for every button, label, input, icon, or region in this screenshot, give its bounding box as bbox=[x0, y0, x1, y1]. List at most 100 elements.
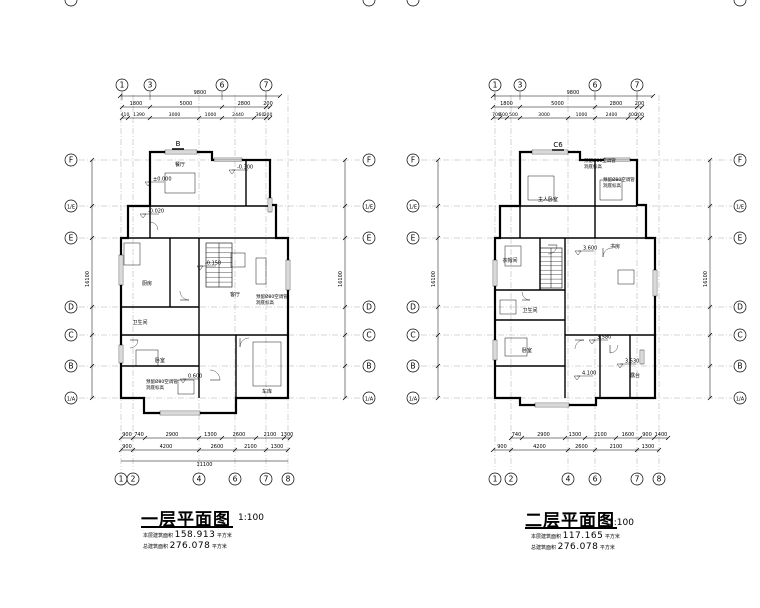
axis-bubble: E bbox=[406, 231, 420, 245]
dim-tick bbox=[142, 435, 148, 441]
note-text: 预留Ø80空调管 bbox=[603, 176, 635, 183]
dim-total: 16100 bbox=[431, 271, 437, 287]
dim-tick bbox=[219, 435, 225, 441]
dim-tick bbox=[634, 447, 640, 453]
axis-label: C bbox=[68, 331, 73, 340]
dim-tick bbox=[435, 332, 441, 338]
axis-bubble: A bbox=[406, 0, 420, 7]
axis-label: 1/E bbox=[409, 205, 417, 211]
axis-circle bbox=[406, 0, 420, 7]
dim-tick bbox=[504, 115, 510, 121]
axis-label: 6 bbox=[593, 81, 598, 90]
floor-area-second: 本层建筑面积 117.165 平方米 bbox=[531, 531, 620, 541]
note-text: 预留Ø80空调管 bbox=[256, 293, 288, 300]
axis-label: 3 bbox=[148, 81, 153, 90]
axis-bubble: 2 bbox=[126, 472, 140, 486]
axis-bubble: 7 bbox=[259, 78, 273, 92]
dim-tick bbox=[707, 363, 713, 369]
dim-tick bbox=[342, 235, 348, 241]
axis-bubble: A bbox=[64, 0, 78, 7]
dim-value: 600 bbox=[499, 112, 508, 118]
axis-circle bbox=[652, 472, 666, 486]
dim-tick bbox=[707, 304, 713, 310]
axis-circle bbox=[64, 199, 78, 213]
axis-label: 7 bbox=[264, 81, 269, 90]
axis-bubble: B bbox=[362, 359, 376, 373]
axis-circle bbox=[215, 78, 229, 92]
axis-circle bbox=[362, 300, 376, 314]
dim-tick bbox=[89, 304, 95, 310]
door-swing bbox=[209, 369, 221, 381]
axis-label: C bbox=[410, 331, 415, 340]
axis-circle bbox=[64, 153, 78, 167]
elevation-value: 3.580 bbox=[597, 335, 611, 341]
axis-label: 1/E bbox=[365, 205, 373, 211]
dining-table bbox=[164, 172, 196, 194]
axis-label: 7 bbox=[635, 81, 640, 90]
axis-circle bbox=[115, 78, 129, 92]
axis-label: F bbox=[69, 156, 73, 165]
axis-bubble: 7 bbox=[630, 472, 644, 486]
dim-value: 200 bbox=[635, 112, 644, 118]
dim-value: 200 bbox=[264, 112, 273, 118]
dim-total: 16100 bbox=[338, 271, 344, 287]
axis-circle bbox=[406, 153, 420, 167]
axis-bubble: 6 bbox=[215, 78, 229, 92]
dim-tick bbox=[263, 104, 269, 110]
dim-value: 900 bbox=[642, 432, 652, 438]
dim-value: 2440 bbox=[232, 112, 244, 118]
room-label: 厨房 bbox=[142, 280, 152, 287]
elevation-symbol bbox=[228, 169, 236, 175]
axis-circle bbox=[259, 472, 273, 486]
axis-circle bbox=[362, 199, 376, 213]
dim-tick bbox=[497, 115, 503, 121]
dim-tick bbox=[592, 447, 598, 453]
axis-circle bbox=[64, 391, 78, 405]
axis-label: C bbox=[737, 331, 742, 340]
title-underline-second bbox=[525, 527, 617, 529]
dim-tick bbox=[253, 435, 259, 441]
dim-tick bbox=[592, 104, 598, 110]
axis-circle bbox=[588, 472, 602, 486]
note-text: 洞底标高 bbox=[256, 299, 274, 306]
axis-bubble: D bbox=[362, 300, 376, 314]
total-value: 276.078 bbox=[557, 542, 599, 552]
elevation-value: -0.020 bbox=[148, 209, 164, 215]
axis-circle bbox=[406, 199, 420, 213]
dim-tick bbox=[490, 93, 496, 99]
door-swing bbox=[239, 337, 250, 348]
axis-label: F bbox=[738, 156, 742, 165]
note-text: 洞底标高 bbox=[603, 182, 621, 189]
axis-circle bbox=[406, 300, 420, 314]
axis-label: B bbox=[68, 362, 73, 371]
axis-label: B bbox=[410, 362, 415, 371]
total-value: 276.078 bbox=[169, 541, 211, 551]
axis-label: 8 bbox=[286, 475, 291, 484]
axis-bubble: 3 bbox=[513, 78, 527, 92]
axis-label: D bbox=[366, 303, 372, 312]
dim-tick bbox=[508, 435, 514, 441]
dim-tick bbox=[196, 115, 202, 121]
dim-tick bbox=[634, 115, 640, 121]
axis-label: 1 bbox=[493, 81, 498, 90]
elevation-value: 3.600 bbox=[583, 246, 597, 252]
axis-circle bbox=[733, 0, 747, 7]
dim-tick bbox=[637, 435, 643, 441]
dim-tick bbox=[490, 447, 496, 453]
floor-area-first: 本层建筑面积 158.913 平方米 bbox=[143, 530, 232, 540]
dim-total: 16100 bbox=[85, 271, 91, 287]
axis-circle bbox=[504, 472, 518, 486]
dim-tick bbox=[342, 395, 348, 401]
dim-tick bbox=[650, 93, 656, 99]
dim-value: 1800 bbox=[130, 101, 143, 107]
dim-total: 9800 bbox=[194, 90, 207, 96]
bed bbox=[135, 349, 159, 367]
axis-bubble: C bbox=[733, 328, 747, 342]
elevation-symbol bbox=[179, 378, 187, 384]
dim-value: 900 bbox=[122, 432, 132, 438]
total-label: 总建筑面积 bbox=[531, 545, 557, 551]
dim-tick bbox=[147, 115, 153, 121]
axis-circle bbox=[362, 0, 376, 7]
axis-bubble: 3 bbox=[143, 78, 157, 92]
dim-value: 5000 bbox=[180, 101, 193, 107]
